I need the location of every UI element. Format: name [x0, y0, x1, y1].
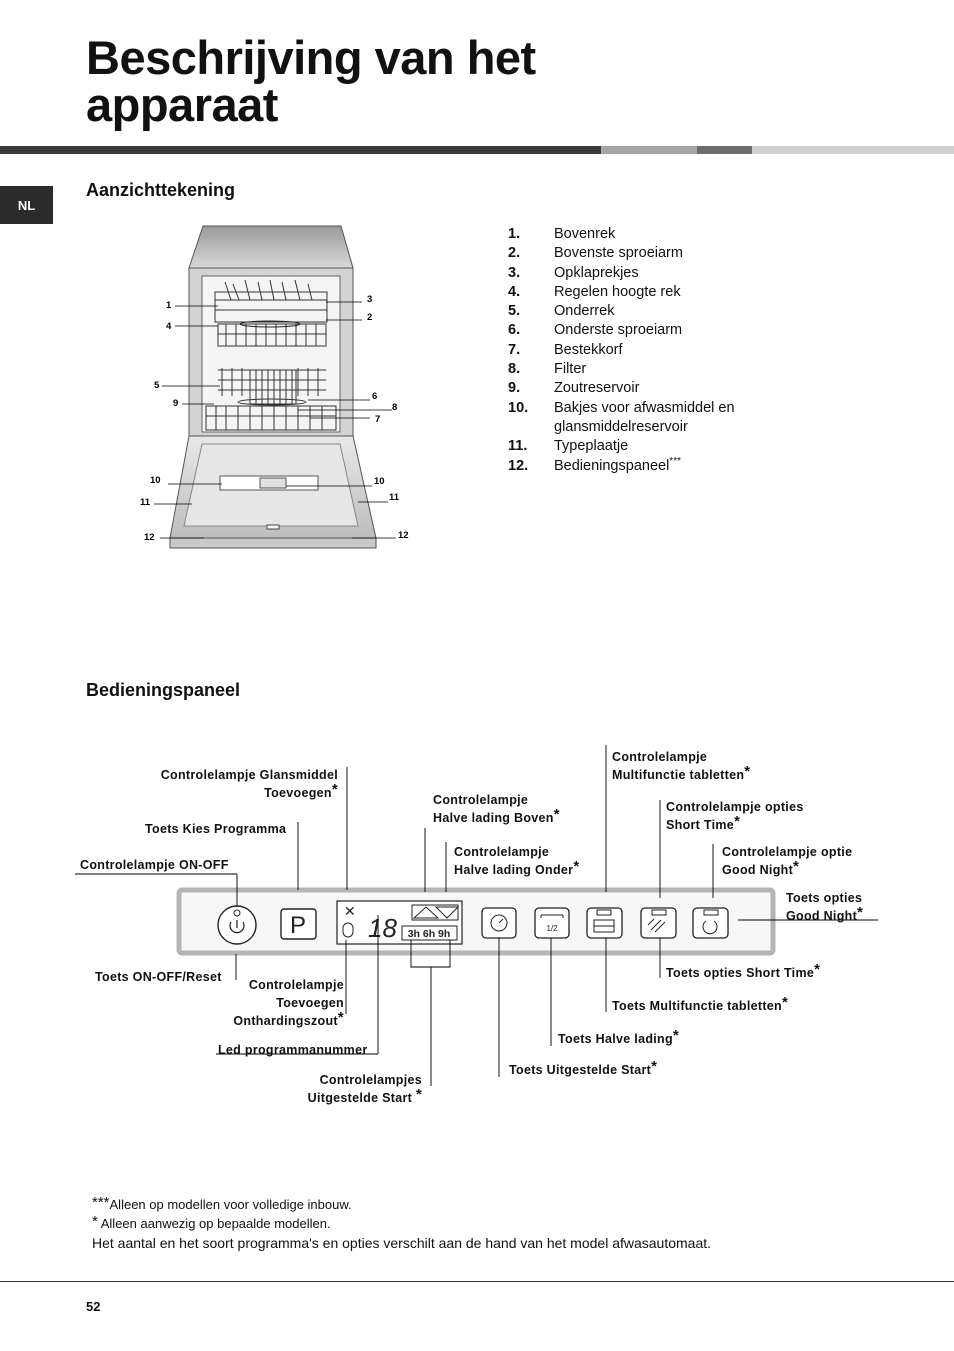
- diagram-number-11-right: 11: [389, 492, 400, 503]
- parts-list: 1.Bovenrek 2.Bovenste sproeiarm 3.Opklap…: [508, 225, 798, 476]
- delayed-start-button[interactable]: [481, 907, 517, 939]
- diagram-number-9: 9: [173, 398, 178, 409]
- label-on-off-lamp: Controlelampje ON-OFF: [80, 858, 229, 872]
- language-tab: NL: [0, 186, 53, 224]
- label-multi-tablet-lamp: Controlelampje Multifunctie tabletten*: [612, 750, 751, 782]
- footnote-2: * Alleen aanwezig op bepaalde modellen.: [92, 1213, 331, 1231]
- diagram-number-12-right: 12: [398, 530, 409, 541]
- label-half-load-top-lamp: Controlelampje Halve lading Boven*: [433, 793, 560, 825]
- header-bar-light: [752, 146, 954, 154]
- page-title-line-2: apparaat: [86, 78, 278, 131]
- diagram-number-3: 3: [367, 294, 372, 305]
- header-bar-mid: [601, 146, 697, 154]
- diagram-number-11-left: 11: [140, 497, 151, 508]
- list-item: 7.Bestekkorf: [508, 341, 623, 358]
- page-title-line-1: Beschrijving van het: [86, 31, 536, 84]
- list-item: 12.Bedieningspaneel***: [508, 455, 681, 474]
- label-multi-tablet-key: Toets Multifunctie tabletten*: [612, 994, 789, 1013]
- triple-star-mark: ***: [669, 455, 681, 467]
- list-item: 10.Bakjes voor afwasmiddel en: [508, 399, 735, 416]
- label-on-off-key: Toets ON-OFF/Reset: [95, 970, 222, 984]
- diagram-number-4: 4: [166, 321, 172, 332]
- list-item: 3.Opklaprekjes: [508, 264, 639, 281]
- diagram-number-10-left: 10: [150, 475, 161, 486]
- list-item: 11.Typeplaatje: [508, 438, 629, 455]
- label-good-night-lamp: Controlelampje optie Good Night*: [722, 845, 853, 877]
- short-time-button[interactable]: [640, 907, 677, 939]
- footnote-3: Het aantal en het soort programma's en o…: [92, 1235, 712, 1251]
- list-item: 9.Zoutreservoir: [508, 380, 640, 397]
- header-bar-dark-2: [697, 146, 752, 154]
- diagram-number-6: 6: [372, 391, 377, 402]
- list-item: 4.Regelen hoogte rek: [508, 283, 681, 300]
- page-title: Beschrijving van het apparaat: [86, 34, 536, 128]
- label-delayed-start-lamps: Controlelampjes Uitgestelde Start *: [307, 1073, 422, 1105]
- power-button[interactable]: [217, 905, 257, 945]
- label-short-time-lamp: Controlelampje opties Short Time*: [666, 800, 804, 832]
- diagram-number-10-right: 10: [374, 476, 385, 487]
- dishwasher-diagram: 1 4 5 9 10 11 12 3 2 6 8 7 10 11 12: [140, 225, 409, 549]
- delayed-start-indicators: 3h 6h 9h: [408, 928, 451, 940]
- diagram-number-1: 1: [166, 300, 172, 311]
- header-bar-dark: [0, 146, 601, 154]
- program-key-label: P: [290, 912, 306, 939]
- footer-divider: [0, 1281, 954, 1282]
- footnote-1: ***Alleen op modellen voor volledige inb…: [92, 1194, 352, 1212]
- label-half-load-key: Toets Halve lading*: [558, 1027, 680, 1046]
- salt-icon: [342, 922, 354, 938]
- diagram-number-5: 5: [154, 380, 160, 391]
- control-panel-diagram: P ✕ 18 3h 6h 9h 1/2: [75, 745, 878, 1086]
- label-salt-lamp: Controlelampje Toevoegen Onthardingszout…: [233, 978, 344, 1028]
- list-item: 8.Filter: [508, 361, 587, 378]
- diagram-number-2: 2: [367, 312, 372, 323]
- multi-tablet-button[interactable]: [586, 907, 623, 939]
- half-load-key-label: 1/2: [546, 924, 558, 933]
- label-program-select-key: Toets Kies Programma: [145, 822, 287, 836]
- label-short-time-key: Toets opties Short Time*: [666, 961, 821, 980]
- list-item: 2.Bovenste sproeiarm: [508, 245, 683, 262]
- good-night-button[interactable]: [692, 907, 729, 939]
- diagram-number-7: 7: [375, 414, 380, 425]
- label-rinse-aid-lamp: Controlelampje Glansmiddel Toevoegen*: [160, 768, 338, 800]
- diagram-number-8: 8: [392, 402, 397, 413]
- list-item: glansmiddelreservoir: [554, 418, 688, 435]
- list-item: 6.Onderste sproeiarm: [508, 322, 683, 339]
- list-item: 1.Bovenrek: [508, 226, 616, 242]
- half-load-top-indicator: [412, 906, 440, 919]
- program-number-led: 18: [368, 913, 397, 943]
- diagram-number-12-left: 12: [144, 532, 155, 543]
- control-panel-frame: [176, 887, 776, 956]
- label-half-load-bottom-lamp: Controlelampje Halve lading Onder*: [454, 845, 580, 877]
- section-heading-aanzichttekening: Aanzichttekening: [86, 180, 236, 200]
- label-program-led: Led programmanummer: [218, 1043, 368, 1057]
- page-number: 52: [86, 1299, 101, 1314]
- section-heading-bedieningspaneel: Bedieningspaneel: [86, 680, 241, 700]
- half-load-button[interactable]: 1/2: [534, 907, 570, 939]
- rinse-aid-icon: ✕: [344, 903, 356, 919]
- label-good-night-key: Toets opties Good Night*: [786, 891, 864, 923]
- display: ✕ 18 3h 6h 9h: [336, 900, 463, 945]
- program-select-button[interactable]: P: [280, 908, 317, 940]
- label-delayed-start-key: Toets Uitgestelde Start*: [509, 1058, 658, 1077]
- half-load-bottom-indicator: [434, 906, 460, 919]
- list-item: 5.Onderrek: [508, 303, 615, 320]
